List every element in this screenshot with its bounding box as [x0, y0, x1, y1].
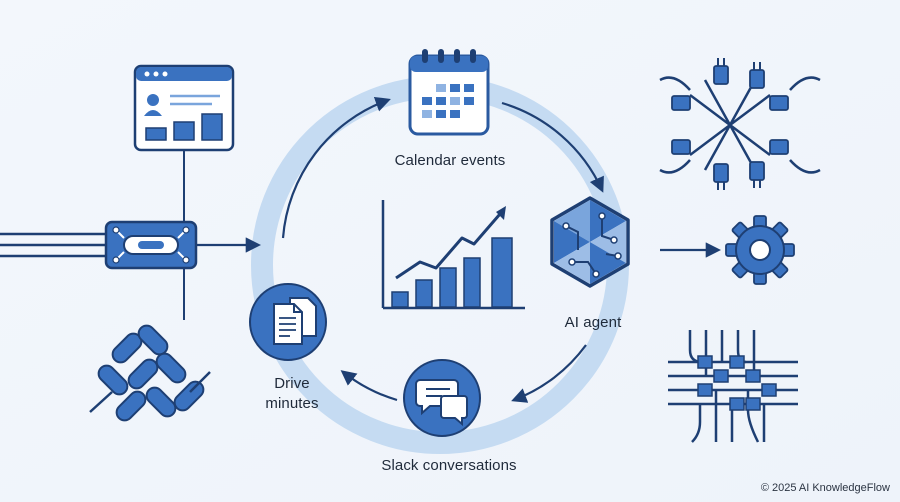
- arrow-slack-to-drive: [340, 370, 398, 402]
- chain-links-icon: [89, 324, 211, 422]
- calendar-icon: [408, 49, 490, 136]
- plug-network-icon: [659, 58, 821, 190]
- minutes-label: minutes: [265, 395, 319, 412]
- calendar-events-label: Calendar events: [394, 152, 506, 169]
- documents-icon: [249, 283, 327, 361]
- ai-agent-label: AI agent: [564, 314, 622, 331]
- ai-chip-icon: [550, 196, 630, 288]
- arrow-calendar-to-agent: [501, 101, 604, 193]
- copyright-text: © 2025 AI KnowledgeFlow: [760, 482, 890, 494]
- arrow-drive-to-calendar: [281, 96, 391, 239]
- chat-bubbles-icon: [403, 359, 481, 437]
- gear-icon: [725, 215, 795, 285]
- circuit-board-icon: [668, 330, 798, 443]
- link-connector-icon: [104, 220, 198, 270]
- connector-lines: [0, 150, 262, 320]
- drive-label: Drive: [274, 375, 310, 392]
- growth-bar-chart-icon: [381, 200, 525, 310]
- browser-dashboard-icon: [133, 64, 235, 152]
- arrow-agent-to-slack: [511, 344, 587, 403]
- slack-conversations-label: Slack conversations: [381, 457, 517, 474]
